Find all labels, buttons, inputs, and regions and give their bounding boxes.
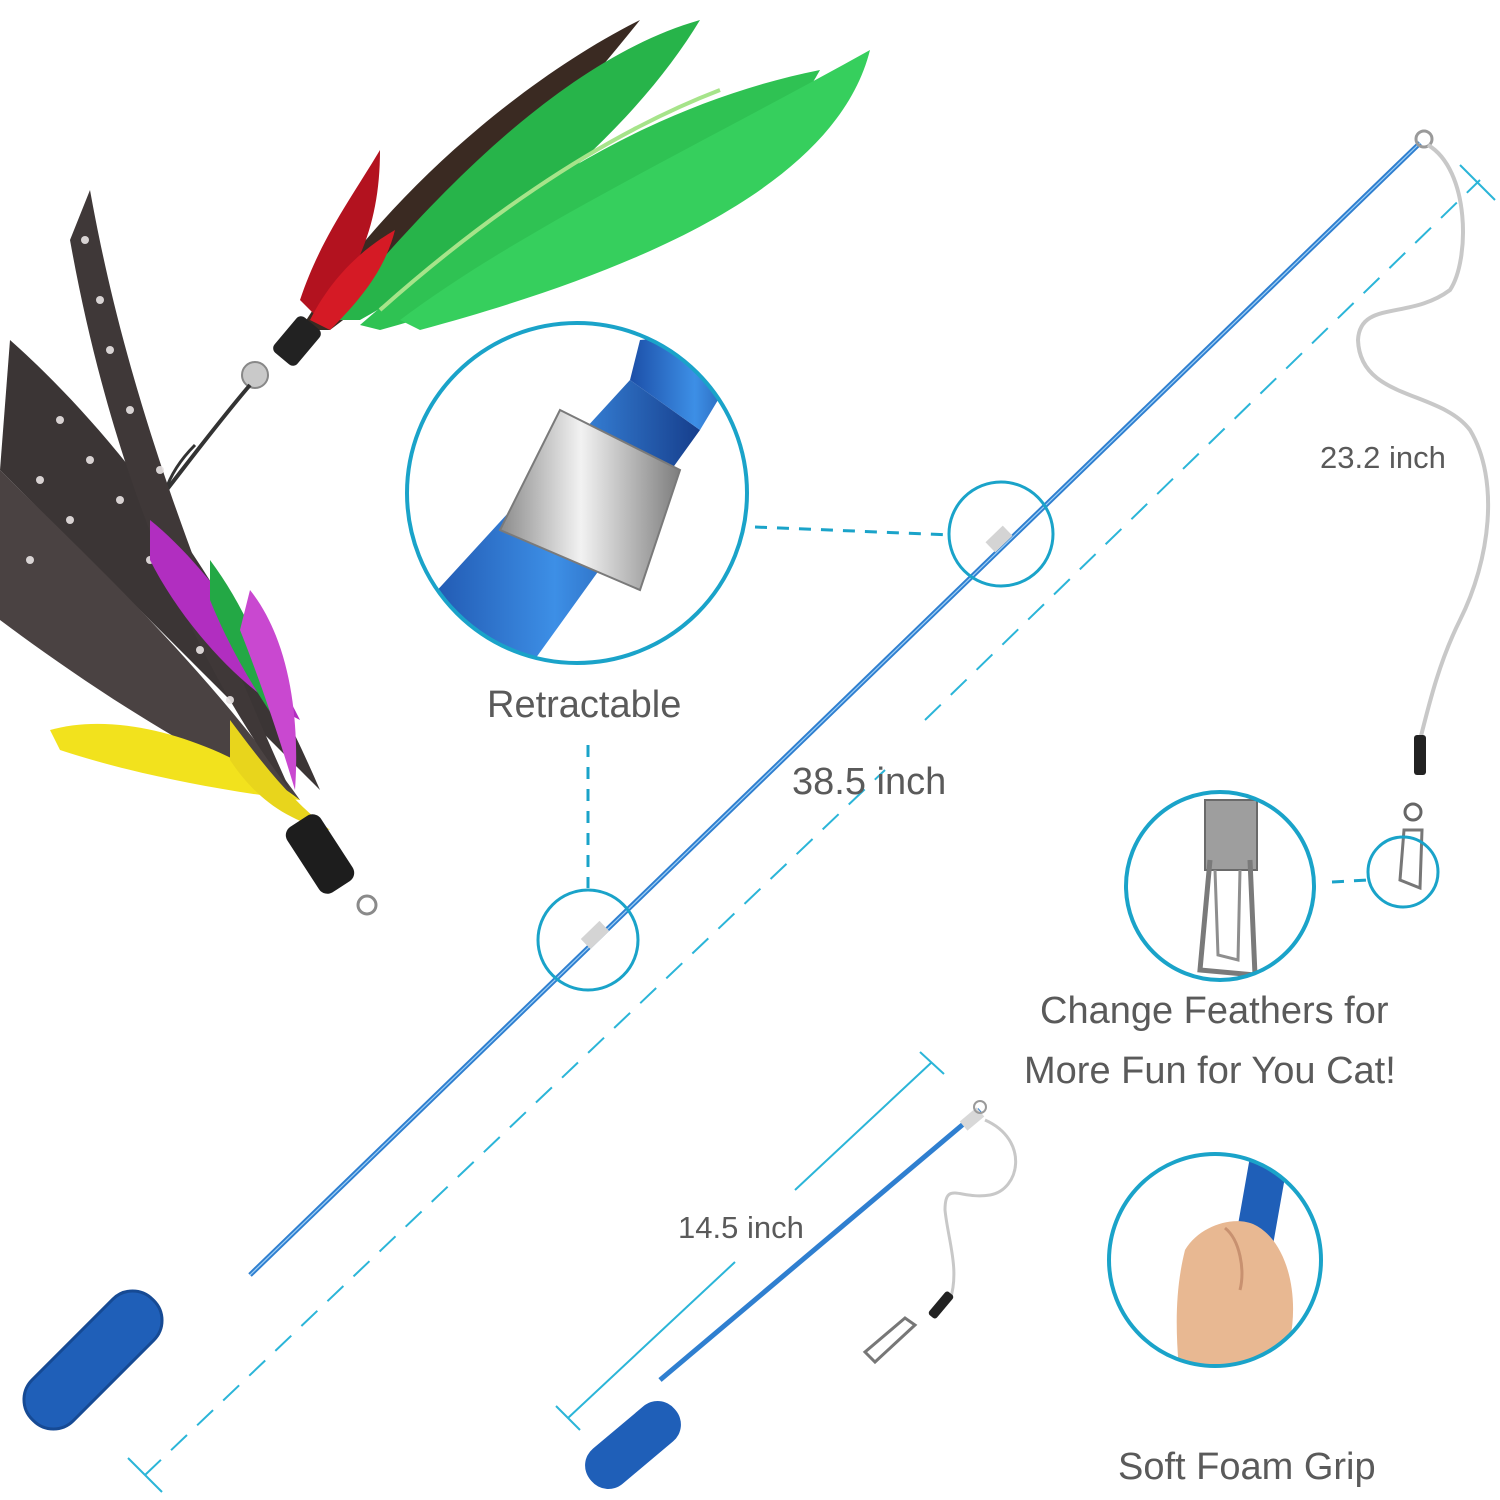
dimension-line-long [127, 164, 1496, 1493]
zoom-retractable-joint [405, 321, 749, 665]
short-length-label: 14.5 inch [678, 1210, 804, 1245]
feather-lure-spotted [0, 190, 378, 916]
retractable-label: Retractable [487, 684, 682, 726]
rod-joint-markers [536, 480, 1440, 992]
zoom-snap-clip [1124, 790, 1316, 982]
dimension-line-short [555, 1051, 945, 1431]
telescopic-wand-long [22, 129, 1491, 1431]
telescopic-wand-short [585, 1100, 1018, 1489]
grip-label: Soft Foam Grip [1118, 1446, 1376, 1488]
string-length-label: 23.2 inch [1320, 440, 1446, 475]
zoom-foam-grip [1107, 1152, 1323, 1368]
feather-lure-green-red [163, 20, 870, 494]
long-length-label: 38.5 inch [792, 761, 947, 803]
change-feathers-line2: More Fun for You Cat! [1024, 1050, 1396, 1092]
callout-connectors [586, 525, 1369, 888]
change-feathers-line1: Change Feathers for [1040, 990, 1389, 1032]
